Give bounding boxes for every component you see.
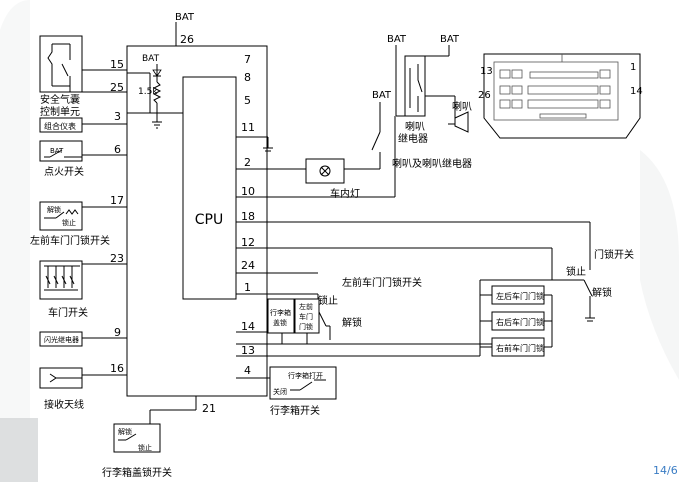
pin-7: 7 [244,53,251,66]
cpu-box [182,76,237,300]
pin-11: 11 [241,121,255,134]
trunk-switch-box [269,366,337,400]
trunk-switch-label: 行李箱开关 [270,404,320,417]
door-switch-box [39,260,83,300]
bat-relay-1: BAT [387,34,407,45]
fr-door-label: 右前车门门锁 [496,343,544,353]
flash-relay-box [39,331,83,347]
fl-switch-unlock-label: 解锁 [342,316,362,329]
trunk-cover-label-2: 盖锁 [273,318,287,327]
horn-relay-box [404,55,426,117]
pin-10: 10 [241,185,255,198]
connector-pin-26: 26 [478,90,491,101]
connector-pin-14: 14 [630,86,643,97]
bat-relay-2: BAT [440,34,460,45]
combination-meter-box [39,117,83,133]
door-lock-unlock-label: 解锁 [592,286,612,299]
pin-4: 4 [244,364,251,377]
bat-top-label: BAT [175,12,195,23]
connector-diagram [483,53,641,139]
fl-door-label-1: 左前 [299,302,313,311]
fl-unlock-label: 解锁 [47,205,61,214]
pin-17: 17 [110,194,124,207]
bat-inner-label: BAT [142,54,160,64]
pin-6: 6 [114,143,121,156]
airbag-label-1: 安全气囊 [40,93,80,106]
trunk-close-label: 关闭 [273,387,287,396]
fl-lock-switch-box [39,201,83,231]
trunk-open-label: 行李箱打开 [288,371,323,380]
antenna-label: 接收天线 [44,398,84,411]
connector-pin-1: 1 [630,62,636,73]
pin-21: 21 [202,402,216,415]
pin-23: 23 [110,252,124,265]
pin-5: 5 [244,94,251,107]
horn-relay-label-1: 喇叭 [405,121,425,133]
pin-12: 12 [241,236,255,249]
bat-horn-switch: BAT [372,90,392,101]
pin-8: 8 [244,71,251,84]
combination-meter-label: 组合仪表 [44,121,76,131]
fl-door-label-3: 门锁 [299,322,313,331]
cpu-label: CPU [195,212,223,228]
fl-door-lock-box [294,298,320,334]
door-switch-label: 车门开关 [48,306,88,319]
pin-9: 9 [114,326,121,339]
pin-2: 2 [244,156,251,169]
fl-door-label-2: 车门 [299,312,313,321]
trunk-unlock-label: 解锁 [118,427,132,436]
ignition-bat-label: BAT [50,147,64,155]
resistor-label: 1.5k [138,87,158,97]
trunk-lid-switch-label: 行李箱盖锁开关 [102,466,172,479]
pin-18: 18 [241,210,255,223]
pin-26: 26 [180,33,194,46]
background-photo [0,418,38,482]
horn-label: 喇叭 [452,101,472,113]
pin-16: 16 [110,362,124,375]
fl-switch-lock-label: 锁止 [318,294,338,307]
trunk-cover-label-1: 行李箱 [270,308,291,317]
horn-and-relay-label: 喇叭及喇叭继电器 [392,157,472,170]
fl-lock-switch-label: 左前车门门锁开关 [30,234,110,247]
door-lock-lock-label: 锁止 [566,265,586,278]
horn-relay-label-2: 继电器 [398,132,428,145]
airbag-unit-box [39,35,83,93]
ignition-switch-label: 点火开关 [44,165,84,178]
door-lock-switch-label: 门锁开关 [594,248,634,261]
pin-15: 15 [110,58,124,71]
connector-pin-13: 13 [480,66,493,77]
trunk-lock-label: 锁止 [138,443,152,452]
pin-1: 1 [244,281,251,294]
pin-24: 24 [241,259,255,272]
pin-14: 14 [241,320,255,333]
fl-lock-label: 锁止 [62,218,76,227]
cabin-lamp-label: 车内灯 [330,187,360,200]
rr-door-label: 右后车门门锁 [496,317,544,327]
fl-door-lock-switch-label: 左前车门门锁开关 [342,276,422,289]
page-number: 14/6 [653,464,678,477]
trunk-cover-lock-box [267,298,295,334]
airbag-label-2: 控制单元 [40,105,80,118]
flash-relay-label: 闪光继电器 [44,335,79,344]
pin-25: 25 [110,81,124,94]
pin-3: 3 [114,110,121,123]
rl-door-label: 左后车门门锁 [496,291,544,301]
trunk-lid-switch-box [113,423,161,453]
pin-13: 13 [241,344,255,357]
